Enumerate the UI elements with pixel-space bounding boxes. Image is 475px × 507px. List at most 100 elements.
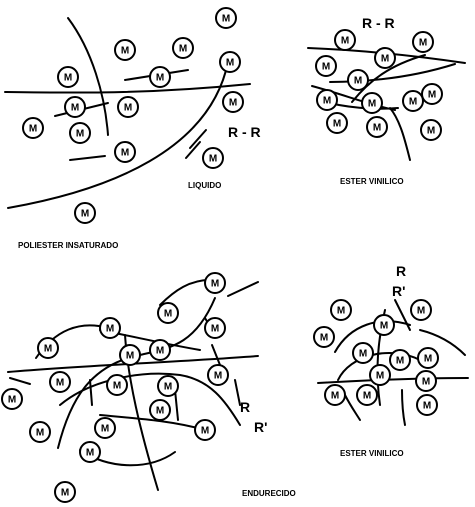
molecule-label: M bbox=[164, 382, 172, 393]
molecule-m: M bbox=[149, 399, 171, 421]
label-vinyl-ester-top: ESTER VINILICO bbox=[340, 177, 404, 186]
molecule-label: M bbox=[331, 391, 339, 402]
molecule-circle bbox=[315, 55, 337, 77]
molecule-m: M bbox=[324, 384, 346, 406]
molecule-m: M bbox=[374, 47, 396, 69]
molecule-m: M bbox=[417, 347, 439, 369]
molecule-label: M bbox=[419, 38, 427, 49]
molecule-m: M bbox=[421, 83, 443, 105]
molecule-label: M bbox=[427, 126, 435, 137]
molecule-m: M bbox=[117, 96, 139, 118]
molecule-label: M bbox=[126, 351, 134, 362]
molecule-label: M bbox=[354, 76, 362, 87]
chain-arc-a bbox=[334, 320, 411, 353]
molecule-label: M bbox=[124, 103, 132, 114]
molecule-m: M bbox=[215, 7, 237, 29]
molecule-circle bbox=[106, 374, 128, 396]
molecule-label: M bbox=[156, 73, 164, 84]
molecule-circle bbox=[69, 122, 91, 144]
molecule-m: M bbox=[54, 481, 76, 503]
molecule-circle bbox=[420, 119, 442, 141]
molecule-label: M bbox=[29, 124, 37, 135]
molecule-circle bbox=[94, 417, 116, 439]
label-unsaturated-polyester: POLIESTER INSATURADO bbox=[18, 241, 118, 250]
molecule-label: M bbox=[322, 62, 330, 73]
molecule-label: M bbox=[164, 309, 172, 320]
molecule-label: M bbox=[417, 306, 425, 317]
molecule-label: M bbox=[209, 154, 217, 165]
chain-vertical bbox=[389, 107, 411, 161]
molecule-circle bbox=[157, 375, 179, 397]
molecule-circle bbox=[207, 364, 229, 386]
molecule-label: M bbox=[121, 46, 129, 57]
molecule-label: M bbox=[71, 103, 79, 114]
molecule-m: M bbox=[204, 317, 226, 339]
molecule-circle bbox=[114, 141, 136, 163]
chain-right-arc bbox=[419, 329, 466, 356]
molecule-m: M bbox=[334, 29, 356, 51]
molecule-circle bbox=[54, 481, 76, 503]
molecule-circle bbox=[64, 96, 86, 118]
molecule-circle bbox=[369, 364, 391, 386]
molecule-circle bbox=[114, 39, 136, 61]
molecule-circle bbox=[22, 117, 44, 139]
molecule-label: M bbox=[61, 488, 69, 499]
molecule-label: M bbox=[424, 354, 432, 365]
molecule-circle bbox=[149, 339, 171, 361]
molecule-m: M bbox=[114, 141, 136, 163]
molecule-m: M bbox=[74, 202, 96, 224]
molecule-circle bbox=[389, 349, 411, 371]
molecule-circle bbox=[202, 147, 224, 169]
molecule-m: M bbox=[402, 90, 424, 112]
molecule-label: M bbox=[409, 97, 417, 108]
molecule-label: M bbox=[179, 44, 187, 55]
molecule-label: M bbox=[376, 371, 384, 382]
molecule-m: M bbox=[347, 69, 369, 91]
molecule-circle bbox=[172, 37, 194, 59]
molecule-m: M bbox=[373, 314, 395, 336]
molecule-m: M bbox=[119, 344, 141, 366]
molecule-label: M bbox=[64, 73, 72, 84]
molecule-m: M bbox=[352, 342, 374, 364]
molecule-m: M bbox=[361, 92, 383, 114]
molecule-m: M bbox=[412, 31, 434, 53]
molecule-label: M bbox=[8, 395, 16, 406]
molecule-m: M bbox=[29, 421, 51, 443]
molecule-label: M bbox=[363, 391, 371, 402]
molecule-label: M bbox=[222, 14, 230, 25]
molecule-label: M bbox=[106, 324, 114, 335]
panel-liquid-polyester bbox=[4, 17, 251, 209]
molecule-m: M bbox=[99, 317, 121, 339]
chain-parallel-b bbox=[185, 141, 201, 159]
label-rr-liquid: R - R bbox=[228, 124, 261, 140]
molecule-circle bbox=[334, 29, 356, 51]
molecule-label: M bbox=[229, 98, 237, 109]
molecule-label: M bbox=[214, 371, 222, 382]
molecule-circle bbox=[326, 112, 348, 134]
molecule-circle bbox=[412, 31, 434, 53]
molecule-m: M bbox=[326, 112, 348, 134]
molecule-label: M bbox=[201, 426, 209, 437]
chain-main-horizontal bbox=[317, 377, 469, 384]
molecule-m: M bbox=[149, 66, 171, 88]
label-hardened: ENDURECIDO bbox=[242, 489, 296, 498]
molecule-label: M bbox=[86, 448, 94, 459]
molecule-m: M bbox=[315, 55, 337, 77]
molecule-circle bbox=[374, 47, 396, 69]
molecule-m: M bbox=[389, 349, 411, 371]
molecule-label: M bbox=[320, 333, 328, 344]
chain-large-curve bbox=[7, 61, 229, 209]
molecule-label: M bbox=[121, 148, 129, 159]
molecule-circle bbox=[57, 66, 79, 88]
chain-arc-top bbox=[159, 279, 211, 306]
molecule-m: M bbox=[204, 272, 226, 294]
molecule-m: M bbox=[410, 299, 432, 321]
molecule-circle bbox=[366, 116, 388, 138]
molecule-label: M bbox=[44, 344, 52, 355]
molecule-label: M bbox=[76, 129, 84, 140]
molecule-label: M bbox=[396, 356, 404, 367]
chain-vertical-curve bbox=[67, 17, 109, 136]
